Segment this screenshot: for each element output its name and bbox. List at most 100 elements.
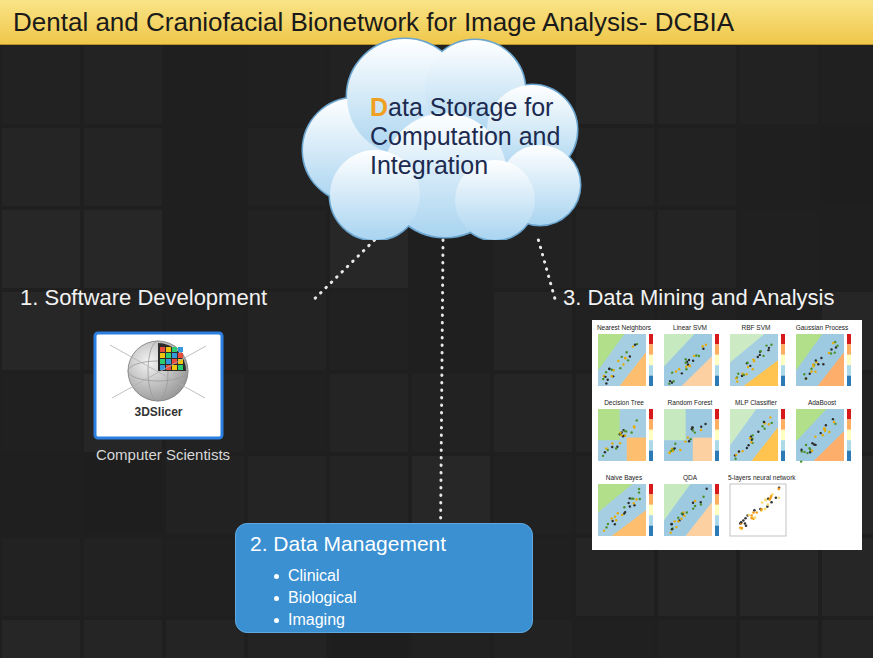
data-point	[639, 498, 641, 500]
colorbar-step	[715, 505, 719, 515]
data-point	[624, 357, 626, 359]
data-point	[822, 363, 824, 365]
classifier-panel	[664, 484, 719, 536]
plot-area	[730, 409, 778, 461]
data-point	[736, 376, 738, 378]
plot-area	[664, 334, 712, 386]
data-point	[685, 368, 687, 370]
data-point	[812, 365, 814, 367]
classifier-panels	[598, 334, 851, 536]
data-point	[602, 378, 604, 380]
data-point	[611, 520, 613, 522]
panel-title: QDA	[662, 474, 718, 481]
data-point	[617, 512, 619, 514]
colorbar-step	[649, 484, 653, 494]
decision-zone	[796, 409, 826, 441]
data-point	[734, 458, 736, 460]
data-point	[604, 451, 606, 453]
data-point	[629, 505, 631, 507]
colorbar-step	[781, 355, 785, 365]
data-point	[693, 355, 695, 357]
decision-zone	[744, 360, 778, 386]
logo-cell	[178, 353, 183, 358]
panel-title: Gaussian Process	[794, 324, 850, 331]
classifier-panel	[664, 409, 719, 461]
logo-cell	[166, 347, 171, 352]
data-point	[621, 356, 623, 358]
data-point	[690, 428, 692, 430]
panel-title: AdaBoost	[794, 399, 850, 406]
classifier-panel	[598, 484, 653, 536]
data-point	[638, 488, 640, 490]
data-point	[803, 373, 805, 375]
data-point	[632, 345, 634, 347]
colorbar-step	[781, 409, 785, 419]
data-point	[763, 421, 765, 423]
logo-cell	[178, 365, 183, 370]
background-tile	[576, 210, 654, 288]
bullet-item: Imaging	[288, 610, 345, 629]
colorbar-step	[715, 355, 719, 365]
background-tile	[412, 374, 490, 452]
data-point	[820, 357, 822, 359]
classifier-panel	[796, 334, 851, 386]
colorbar-step	[715, 419, 719, 429]
data-point	[611, 517, 613, 519]
data-point	[685, 358, 687, 360]
data-point	[679, 449, 681, 451]
decision-zone	[598, 484, 632, 512]
data-point	[814, 371, 816, 373]
data-point	[603, 529, 605, 531]
logo-cell	[172, 365, 177, 370]
logo-cell	[172, 347, 177, 352]
data-point	[757, 431, 759, 433]
data-point	[748, 514, 751, 517]
data-point	[743, 374, 745, 376]
data-point	[768, 423, 770, 425]
data-point	[615, 447, 617, 449]
data-point	[700, 426, 702, 428]
data-point	[619, 442, 621, 444]
data-point	[768, 498, 771, 501]
data-point	[687, 436, 689, 438]
colorbar-step	[847, 365, 851, 375]
data-point	[735, 377, 737, 379]
decision-zone	[664, 409, 686, 440]
colorbar-step	[715, 376, 719, 386]
bullet-item: Clinical	[288, 566, 340, 585]
decision-zone	[730, 409, 756, 445]
slicer-logo	[95, 333, 222, 438]
data-point	[669, 380, 671, 382]
data-point	[754, 517, 757, 520]
data-point	[607, 523, 609, 525]
colorbar-step	[649, 365, 653, 375]
software-group: 1. Software DevelopmentComputer Scientis…	[15, 283, 315, 475]
data-point	[672, 450, 674, 452]
data-point	[764, 507, 767, 510]
background-tile	[166, 620, 244, 658]
data-point	[752, 368, 754, 370]
data-point	[803, 451, 805, 453]
decision-zone	[814, 431, 844, 461]
plot-area	[598, 484, 646, 536]
colorbar-step	[715, 515, 719, 525]
colorbar-step	[649, 515, 653, 525]
colorbar-step	[649, 526, 653, 536]
data-point	[820, 432, 822, 434]
data-point	[777, 488, 780, 491]
data-point	[764, 498, 767, 501]
background-tile	[740, 128, 818, 206]
data-point	[624, 434, 626, 436]
title-text: Dental and Craniofacial Bionetwork for I…	[0, 0, 873, 38]
data-point	[806, 452, 808, 454]
data-point	[631, 497, 633, 499]
plot-area	[730, 334, 778, 386]
data-point	[694, 500, 696, 502]
dotted-connector	[315, 240, 375, 298]
storage-cloud: Data Storage for Computation and Integra…	[300, 35, 598, 240]
background-tile	[2, 456, 80, 534]
plot-area	[664, 484, 712, 536]
background-tile	[658, 210, 736, 288]
data-point	[684, 440, 686, 442]
